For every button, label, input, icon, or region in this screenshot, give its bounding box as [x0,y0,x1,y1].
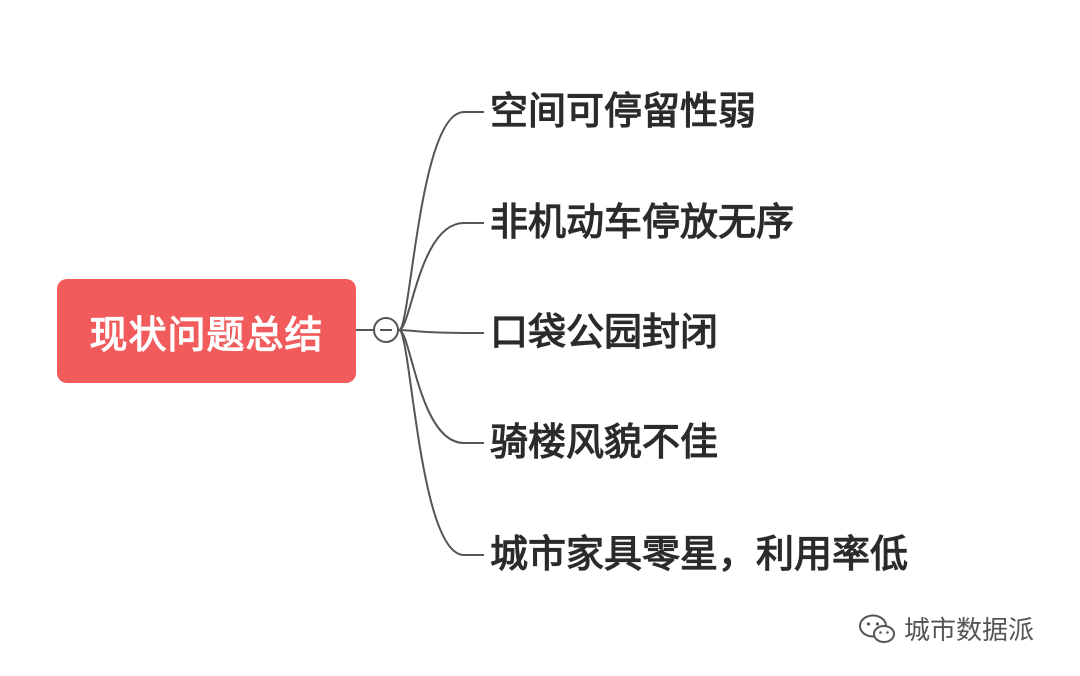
branch-connectors [398,111,484,556]
root-node-label: 现状问题总结 [89,312,324,357]
branch-connector-4 [398,329,484,556]
branch-connector-3 [398,329,484,444]
root-node[interactable]: 现状问题总结 [57,279,356,383]
branch-node[interactable]: 口袋公园封闭 [490,310,719,354]
branch-node[interactable]: 骑楼风貌不佳 [490,420,719,464]
watermark: 城市数据派 [858,610,1034,647]
branch-node[interactable]: 城市家具零星，利用率低 [490,532,909,576]
branch-node[interactable]: 空间可停留性弱 [490,89,757,133]
branch-connector-0 [398,111,484,331]
wechat-icon [859,614,895,643]
branch-node[interactable]: 非机动车停放无序 [490,200,795,244]
watermark-text: 城市数据派 [904,616,1035,646]
branch-connector-2 [398,329,484,334]
collapse-toggle-button[interactable] [373,317,399,343]
branch-connector-1 [398,222,484,331]
